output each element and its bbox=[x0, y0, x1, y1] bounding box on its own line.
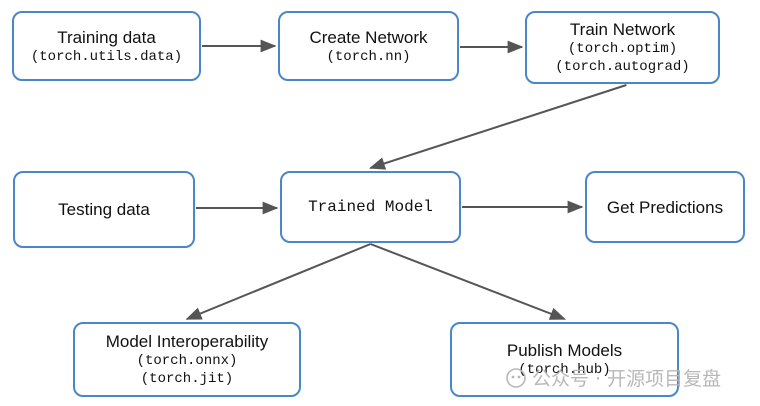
publish-models-title: Publish Models bbox=[506, 341, 623, 360]
train-network-title: Train Network bbox=[569, 20, 676, 39]
train-network-module-optim: (torch.optim) bbox=[567, 41, 678, 57]
training-data-module: (torch.utils.data) bbox=[30, 48, 183, 65]
model-interoperability-title: Model Interoperability bbox=[105, 332, 269, 351]
train-network-node: Train Network (torch.optim) (torch.autog… bbox=[525, 11, 720, 84]
get-predictions-title: Get Predictions bbox=[606, 197, 724, 217]
create-network-module: (torch.nn) bbox=[326, 48, 411, 65]
model-interoperability-node: Model Interoperability (torch.onnx) (tor… bbox=[73, 322, 301, 397]
publish-models-module: (torch.hub) bbox=[518, 362, 611, 378]
arrow-trained-model-to-publish-models bbox=[370, 243, 566, 320]
create-network-title: Create Network bbox=[309, 27, 428, 47]
testing-data-node: Testing data bbox=[13, 171, 195, 248]
model-interoperability-module-jit: (torch.jit) bbox=[140, 371, 234, 387]
publish-models-node: Publish Models (torch.hub) bbox=[450, 322, 679, 397]
model-interoperability-module-onnx: (torch.onnx) bbox=[136, 353, 238, 369]
watermark: 公众号 · 开源项目复盘 bbox=[506, 364, 721, 391]
arrow-train-network-to-trained-model bbox=[368, 84, 627, 170]
testing-data-title: Testing data bbox=[58, 200, 150, 219]
train-network-module-autograd: (torch.autograd) bbox=[555, 59, 690, 75]
wechat-icon bbox=[506, 367, 526, 388]
training-data-title: Training data bbox=[57, 27, 156, 47]
trained-model-node: Trained Model bbox=[280, 171, 461, 243]
create-network-node: Create Network (torch.nn) bbox=[278, 11, 459, 81]
trained-model-title: Trained Model bbox=[308, 198, 433, 216]
get-predictions-node: Get Predictions bbox=[585, 171, 745, 243]
training-data-node: Training data (torch.utils.data) bbox=[12, 11, 201, 81]
watermark-text: 公众号 · 开源项目复盘 bbox=[532, 368, 722, 390]
arrow-trained-model-to-model-interoperability bbox=[185, 243, 371, 320]
